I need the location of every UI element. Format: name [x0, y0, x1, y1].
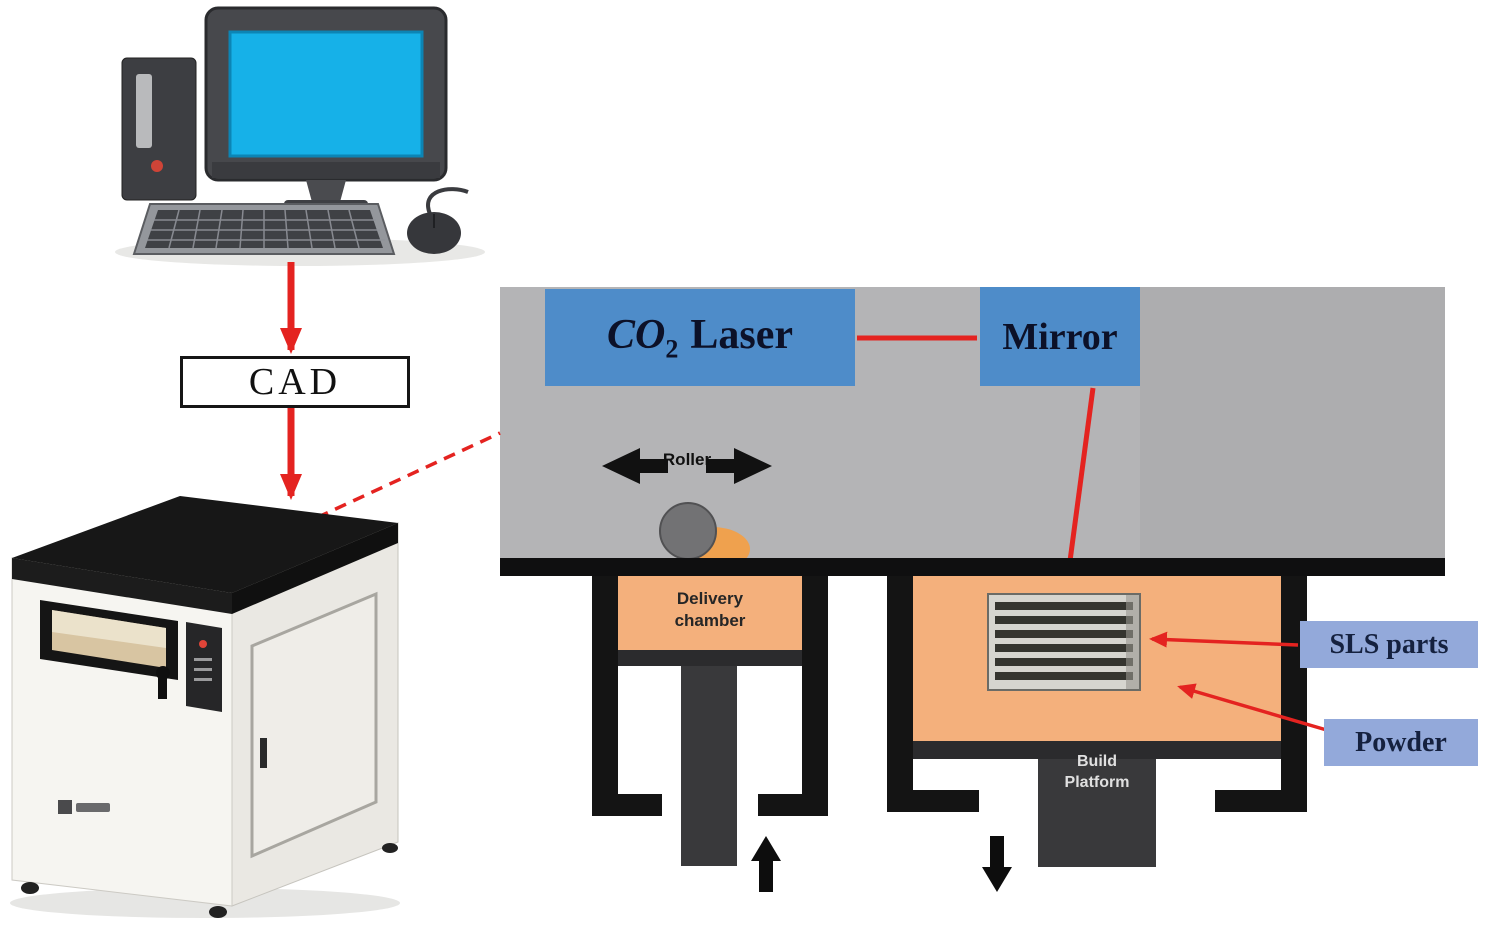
down-arrow-icon: [982, 836, 1012, 892]
sls-part-illustration: [987, 593, 1141, 691]
cad-label: CAD: [180, 356, 410, 408]
mirror-label: Mirror: [1002, 315, 1118, 358]
mouse-cord: [426, 187, 469, 215]
sls-machine-illustration: [10, 496, 400, 918]
platform-surface: [500, 558, 1445, 576]
sls-parts-arrow: [1149, 631, 1299, 648]
machine-door: [250, 591, 378, 859]
delivery-chamber-label: Delivery chamber: [674, 589, 746, 631]
machine-control-panel: [186, 622, 222, 712]
powder-callout: Powder: [1324, 719, 1478, 766]
powder-label: Powder: [1355, 726, 1447, 758]
delivery-chamber-illustration: [592, 576, 828, 866]
powder-arrow: [1177, 683, 1331, 733]
roller-label: Roller: [662, 450, 712, 469]
laser-beam-lines: [857, 335, 1096, 562]
mirror-box: Mirror: [980, 287, 1140, 386]
roller-left-arrow-icon: [602, 448, 668, 484]
sls-parts-callout: SLS parts: [1300, 621, 1478, 668]
up-arrow-icon: [751, 836, 781, 892]
sls-parts-label: SLS parts: [1329, 628, 1449, 660]
monitor-screen: [228, 30, 424, 158]
mouse: [407, 212, 461, 254]
roller-illustration: [659, 502, 750, 571]
computer-illustration: [115, 6, 485, 266]
roller-right-arrow-icon: [706, 448, 772, 484]
build-platform-label: Build Platform: [1064, 753, 1130, 791]
machine-logo-icon: [58, 800, 110, 814]
